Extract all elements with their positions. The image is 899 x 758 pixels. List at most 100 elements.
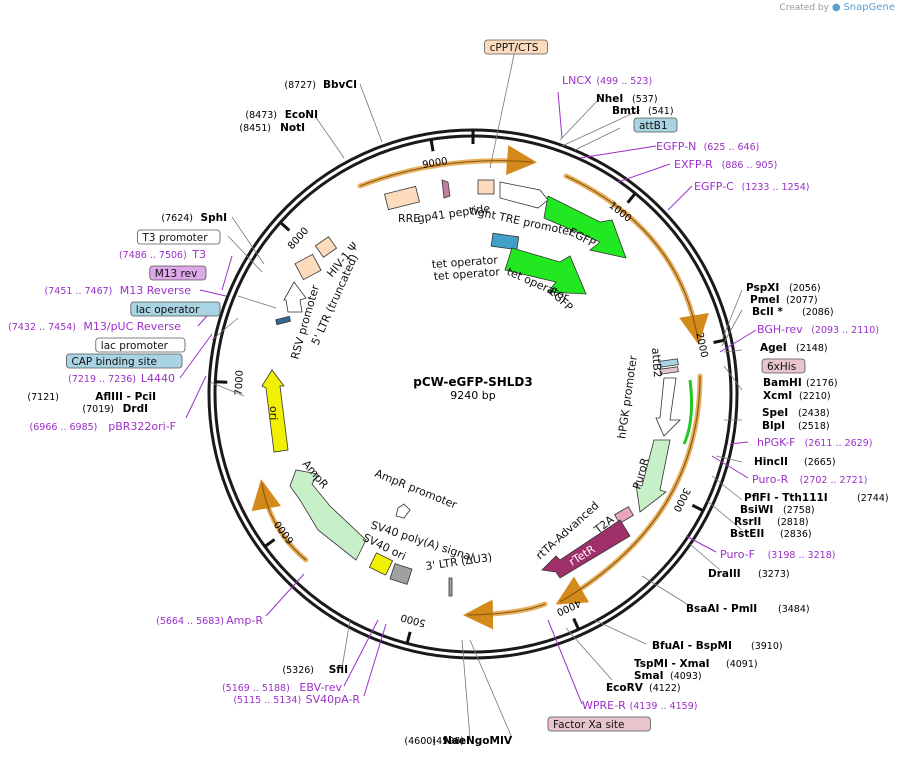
left-label-17: (5664 .. 5683)Amp-R [156, 614, 263, 627]
feature-box [149, 265, 207, 281]
enzyme-name: NgoMIV [466, 735, 513, 747]
enzyme-position: (8451) [239, 123, 271, 134]
right-label-8: PmeI(2077) [750, 294, 818, 306]
feature-ampr [289, 469, 367, 561]
enzyme-name: PflFI - Tth111I [744, 492, 828, 504]
enzyme-name: DraIII [708, 568, 741, 580]
feature-box-label: lac operator [136, 304, 200, 316]
primer-name: hPGK-F [757, 436, 795, 449]
primer-name: Puro-R [752, 473, 789, 486]
left-label-4: (7624)SphI [161, 212, 227, 224]
primer-name: M13/pUC Reverse [83, 320, 181, 333]
feature-box [547, 716, 651, 732]
feature-egfp-2 [504, 247, 587, 295]
primer-name: EXFP-R [674, 158, 713, 171]
left-label-19: (5169 .. 5188) EBV-rev [222, 681, 343, 694]
right-label-6: EGFP-C(1233 .. 1254) [694, 180, 809, 193]
right-label-23: BstEII (2836) [730, 528, 812, 540]
feature-box [95, 337, 186, 353]
right-label-24: Puro-F(3198 .. 3218) [720, 548, 835, 561]
feature-box-label: 6xHis [767, 361, 796, 373]
enzyme-position: (5326) [282, 665, 314, 676]
enzyme-name: RsrII [734, 516, 761, 528]
left-label-3: (8451)NotI [239, 122, 305, 134]
primer-name: Puro-F [720, 548, 755, 561]
feature-rre [384, 185, 420, 211]
enzyme-position: (8473) [245, 110, 277, 121]
feature-box [484, 39, 548, 55]
right-label-18: HincII(2665) [754, 456, 836, 468]
enzyme-position: (4122) [649, 683, 681, 694]
tick-mark-1 [713, 338, 726, 344]
primer-name: EBV-rev [299, 681, 342, 694]
enzyme-name: BbvCI [323, 79, 357, 91]
enzyme-name: PmeI [750, 294, 780, 306]
feature-box-label: CAP binding site [71, 356, 157, 368]
enzyme-position: (3273) [758, 569, 790, 580]
left-label-0: cPPT/CTS [484, 39, 548, 55]
right-label-9: BclI *(2086) [752, 306, 834, 318]
right-label-0: LNCX(499 .. 523) [562, 74, 652, 87]
enzyme-position: (7019) [82, 404, 114, 415]
enzyme-position: (2056) [789, 283, 821, 294]
left-label-10: (7432 .. 7454)M13/pUC Reverse [8, 320, 181, 333]
credit-brand: SnapGene [843, 2, 895, 13]
enzyme-name: BamHI [763, 377, 802, 389]
left-label-18: (5326) SfiI [282, 664, 348, 676]
enzyme-position: (4598) [432, 736, 464, 747]
right-label-4: EGFP-N(625 .. 646) [656, 140, 759, 153]
enzyme-position: (541) [648, 106, 674, 117]
feature-box-label: cPPT/CTS [490, 42, 539, 54]
primer-range: (499 .. 523) [596, 76, 652, 87]
left-label-13: (7219 .. 7236)L4440 [68, 372, 175, 385]
enzyme-name: EcoNI [285, 109, 318, 121]
right-label-25: DraIII (3273) [708, 568, 790, 580]
primer-range: (7486 .. 7506) [119, 250, 187, 261]
right-label-27: BfuAI - BspMI(3910) [652, 640, 783, 652]
enzyme-name: SfiI [329, 664, 348, 676]
primer-range: (2093 .. 2110) [811, 325, 879, 336]
primer-name: pBR322ori-F [108, 420, 176, 433]
enzyme-name: BsaAI - PmlI [686, 603, 757, 615]
primer-range: (5169 .. 5188) [222, 683, 290, 694]
right-label-30: EcoRV(4122) [606, 682, 681, 694]
primer-range: (6966 .. 6985) [30, 422, 98, 433]
enzyme-name: BstEII [730, 528, 764, 540]
right-label-31: WPRE-R(4139 .. 4159) [582, 699, 697, 712]
enzyme-name: BlpI [762, 420, 785, 432]
primer-name: Amp-R [226, 614, 263, 627]
tick-mark-2 [691, 503, 704, 512]
right-label-13: BamHI (2176) [763, 377, 838, 389]
enzyme-name: HincII [754, 456, 788, 468]
feature-box [136, 229, 221, 245]
enzyme-name: PspXI [746, 282, 779, 294]
primer-range: (7451 .. 7467) [45, 286, 113, 297]
feature-ampr-promoter [395, 503, 411, 519]
plasmid-size: 9240 bp [450, 389, 495, 402]
enzyme-position: (4600) [404, 736, 436, 747]
left-label-11: lac promoter [95, 337, 186, 353]
enzyme-position: (2210) [799, 391, 831, 402]
created-by-credit: Created by ● SnapGene [779, 2, 895, 13]
enzyme-position: (2836) [780, 529, 812, 540]
orf-arc-bottom [463, 599, 548, 630]
tick-label-8: 9000 [422, 156, 449, 171]
enzyme-position: (2176) [806, 378, 838, 389]
feature-tet-operator [490, 232, 520, 251]
right-label-20: PflFI - Tth111I(2744) [744, 492, 889, 504]
tick-mark-8 [429, 139, 435, 152]
primer-range: (5115 .. 5134) [233, 695, 301, 706]
enzyme-name: DrdI [123, 403, 148, 415]
feature-box [761, 358, 806, 374]
tick-mark-7 [279, 221, 291, 232]
left-label-20: (5115 .. 5134)SV40pA-R [233, 693, 360, 706]
enzyme-position: (7121) [27, 392, 59, 403]
feature-puror [635, 439, 671, 513]
enzyme-name: SmaI [634, 670, 664, 682]
primer-name: M13 Reverse [120, 284, 191, 297]
left-label-12: CAP binding site [66, 353, 183, 369]
enzyme-name: BfuAI - BspMI [652, 640, 732, 652]
enzyme-position: (537) [632, 94, 658, 105]
feature-gp41-peptide [441, 179, 451, 199]
credit-prefix: Created by [779, 3, 829, 13]
